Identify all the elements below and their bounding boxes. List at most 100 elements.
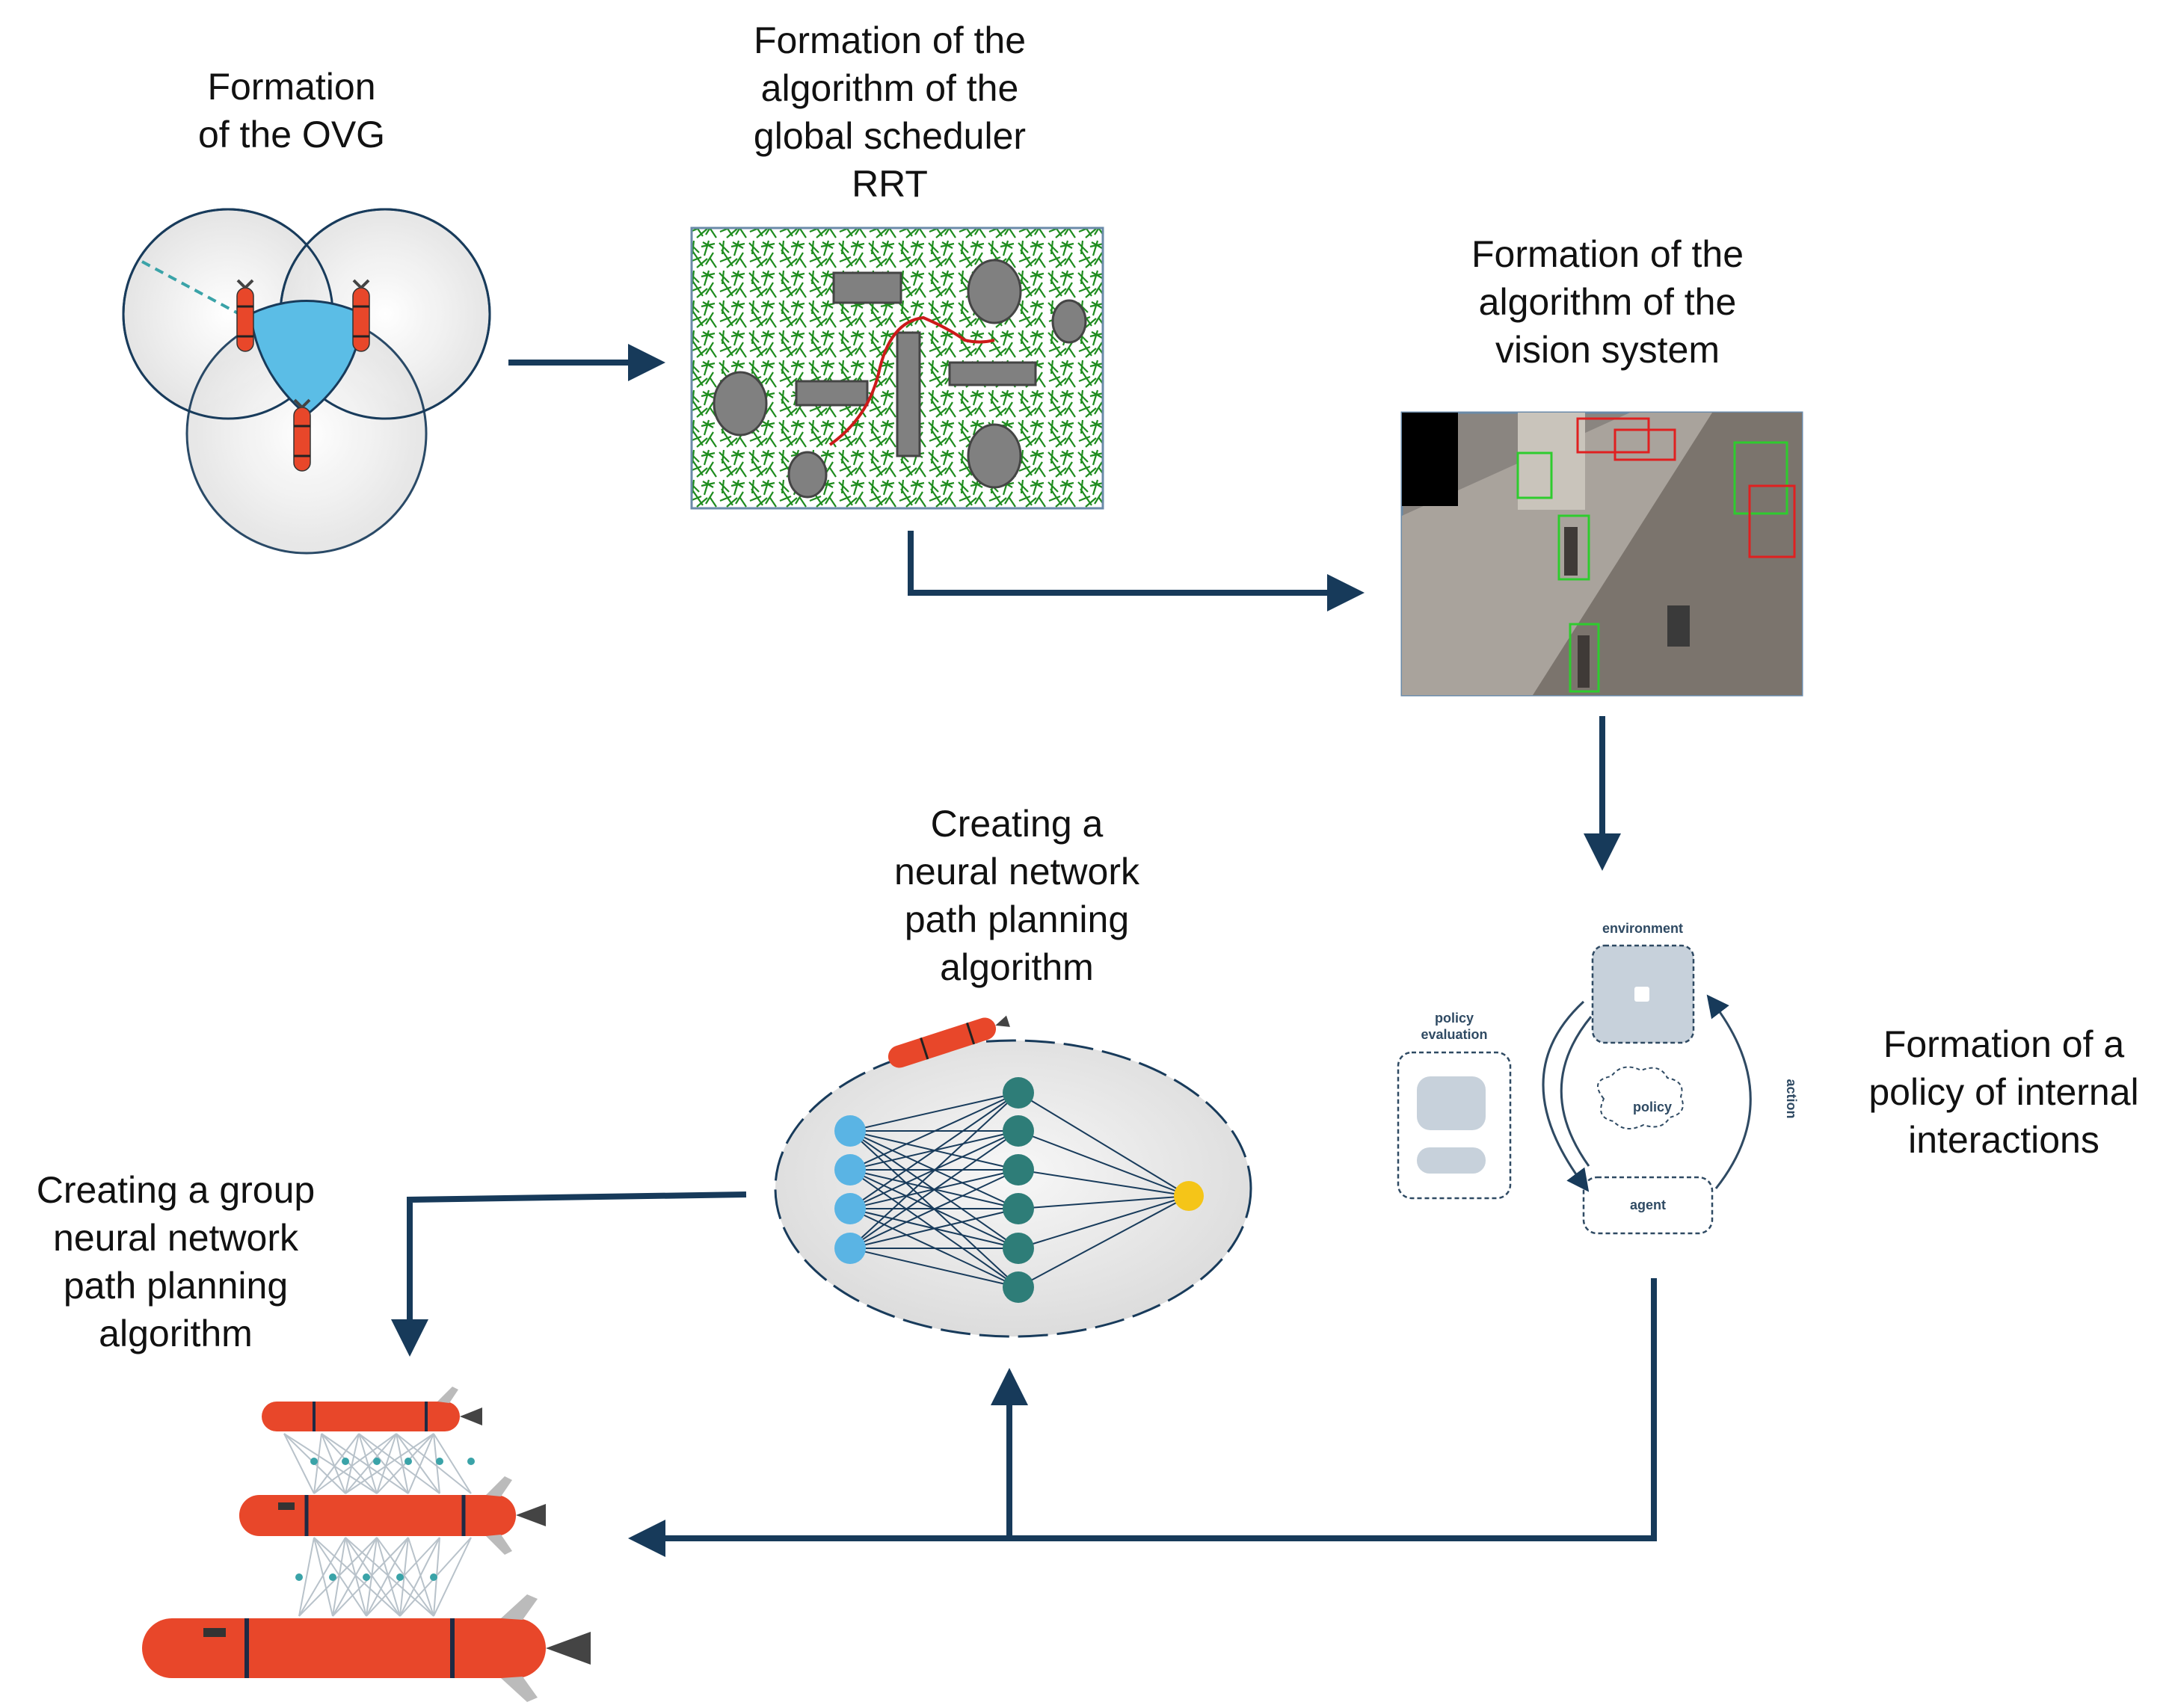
group-link — [313, 1433, 397, 1494]
group-link — [321, 1433, 409, 1494]
rrt-path — [828, 315, 995, 446]
group-link — [358, 1433, 409, 1494]
group-link-node — [363, 1573, 370, 1581]
group-link-node — [404, 1458, 412, 1465]
nn-edge — [1018, 1195, 1190, 1288]
neural-network-diagram — [774, 1015, 1252, 1338]
group-link — [396, 1433, 440, 1494]
group-link — [345, 1433, 397, 1494]
rl-policy-cloud — [1597, 1066, 1684, 1129]
ovg-diagram — [122, 208, 491, 555]
arrow-rrt-to-vision — [908, 531, 1331, 596]
group-link — [313, 1537, 367, 1617]
group-link — [407, 1433, 434, 1494]
group-link — [313, 1537, 401, 1617]
group-link — [358, 1433, 440, 1494]
group-link — [332, 1537, 378, 1617]
group-link — [407, 1537, 434, 1617]
nn-edge — [1018, 1169, 1190, 1197]
group-link — [321, 1433, 346, 1494]
vehicle-icon — [236, 279, 254, 352]
step-group-label: Creating a group neural network path pla… — [36, 1169, 316, 1354]
arrow-nn-to-group — [407, 1191, 747, 1327]
group-link-node — [295, 1573, 303, 1581]
group-link — [298, 1537, 315, 1617]
rl-agent-box — [1582, 1176, 1714, 1235]
nn-hidden-neuron — [1003, 1233, 1034, 1264]
group-link — [399, 1537, 440, 1617]
nn-edge — [1018, 1195, 1190, 1209]
group-link — [396, 1433, 409, 1494]
nn-edge — [849, 1169, 1019, 1249]
group-link-node — [329, 1573, 336, 1581]
group-link — [321, 1433, 378, 1494]
group-link — [345, 1433, 434, 1494]
step-ovg-label: Formation of the OVG — [197, 66, 386, 155]
group-link-node — [467, 1458, 475, 1465]
nn-hidden-neuron — [1003, 1077, 1034, 1109]
nn-edge — [1018, 1195, 1190, 1249]
vehicle-icon — [293, 398, 311, 472]
group-link-node — [342, 1458, 349, 1465]
ovg-intersection-region — [249, 300, 364, 416]
group-link-node — [396, 1573, 404, 1581]
group-link — [396, 1433, 472, 1494]
nn-hidden-neuron — [1003, 1193, 1034, 1224]
group-link — [332, 1537, 409, 1617]
rrt-map — [690, 226, 1104, 510]
rl-action-label: action — [1784, 1079, 1799, 1118]
rl-policy-label: policy — [1633, 1100, 1672, 1114]
nn-input-neuron — [834, 1233, 866, 1264]
group-link-node — [430, 1573, 437, 1581]
nn-edge — [849, 1092, 1019, 1249]
nn-edge — [849, 1092, 1019, 1209]
group-link — [313, 1433, 360, 1494]
nn-hidden-neuron — [1003, 1271, 1034, 1303]
rl-agent-label: agent — [1630, 1197, 1666, 1212]
group-link — [399, 1537, 409, 1617]
group-link-node — [373, 1458, 381, 1465]
step-vision-label: Formation of the algorithm of the vision… — [1471, 233, 1744, 371]
group-link — [376, 1537, 401, 1617]
group-link — [283, 1433, 315, 1494]
vehicle-icon — [142, 1594, 591, 1702]
group-link — [345, 1537, 367, 1617]
nn-edge — [849, 1130, 1019, 1249]
nn-hidden-neuron — [1003, 1115, 1034, 1147]
vehicle-group — [142, 1387, 591, 1702]
group-link — [376, 1537, 434, 1617]
group-link-node — [310, 1458, 318, 1465]
group-link — [358, 1433, 378, 1494]
rl-policy-evaluation-label-1: policy — [1435, 1011, 1474, 1026]
group-link — [345, 1537, 401, 1617]
rl-policy-evaluation-label-2: evaluation — [1421, 1027, 1487, 1042]
vehicle-icon — [352, 279, 370, 352]
group-link — [433, 1537, 472, 1617]
group-link — [376, 1433, 397, 1494]
group-link-node — [436, 1458, 443, 1465]
ovg-range-line — [141, 260, 240, 315]
rl-diagram: environment policy evaluation policy age… — [1397, 921, 1799, 1235]
group-link — [366, 1537, 409, 1617]
vehicle-icon — [887, 1015, 1010, 1068]
group-link — [345, 1537, 434, 1617]
group-link — [345, 1433, 360, 1494]
group-link — [433, 1433, 472, 1494]
step-rrt-label: Formation of the algorithm of the global… — [753, 19, 1027, 205]
nn-edge — [849, 1092, 1019, 1171]
nn-hidden-neuron — [1003, 1154, 1034, 1186]
group-link — [313, 1537, 333, 1617]
rl-environment-label: environment — [1602, 921, 1683, 936]
arrow-policy-to-group — [658, 1278, 1657, 1541]
step-policy-label: Formation of a policy of internal intera… — [1868, 1023, 2139, 1161]
nn-output-neuron — [1174, 1181, 1204, 1211]
group-link — [313, 1433, 322, 1494]
nn-edge — [849, 1248, 1019, 1288]
vision-image — [1400, 411, 1803, 697]
group-link — [332, 1537, 346, 1617]
nn-input-neuron — [834, 1193, 866, 1224]
step-nn-label: Creating a neural network path planning … — [894, 803, 1139, 988]
nn-edge — [849, 1092, 1019, 1132]
group-link — [298, 1537, 378, 1617]
